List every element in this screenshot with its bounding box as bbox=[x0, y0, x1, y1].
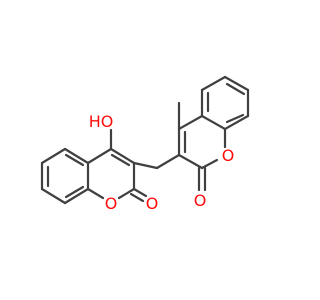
bond bbox=[63, 187, 90, 205]
methylene-bond bbox=[155, 153, 181, 170]
bond bbox=[200, 158, 219, 170]
bond bbox=[40, 147, 67, 165]
carbonyl-oxygen-left: O bbox=[146, 194, 159, 213]
bond bbox=[86, 147, 113, 165]
molecule-diagram: HO O O O O bbox=[40, 75, 250, 213]
carbonyl-oxygen-right: O bbox=[194, 191, 207, 210]
double-bond-inner bbox=[225, 82, 246, 96]
double-bond-inner bbox=[64, 185, 85, 199]
bond bbox=[177, 153, 204, 170]
bond bbox=[223, 75, 250, 92]
structure-drawing: HO O O O O bbox=[40, 75, 250, 213]
carbonyl-bond bbox=[132, 187, 148, 198]
bond bbox=[200, 75, 227, 92]
ring-oxygen-left: O bbox=[105, 194, 118, 213]
bond bbox=[86, 187, 105, 200]
double-bond-inner bbox=[225, 113, 245, 124]
double-bond-inner bbox=[64, 153, 85, 167]
bond bbox=[40, 187, 67, 205]
hydroxyl-label: HO bbox=[89, 112, 114, 131]
bond bbox=[109, 147, 136, 165]
bond bbox=[223, 114, 250, 131]
bond bbox=[200, 114, 227, 131]
double-bond-inner bbox=[110, 153, 131, 167]
left-benzene-ring bbox=[40, 147, 90, 205]
bond bbox=[63, 147, 90, 165]
bond bbox=[117, 187, 136, 200]
carbonyl-bond bbox=[129, 192, 145, 203]
left-pyranone-ring bbox=[86, 147, 136, 200]
bond bbox=[177, 114, 204, 131]
methylene-bond bbox=[132, 161, 159, 170]
ring-oxygen-right: O bbox=[222, 146, 235, 165]
